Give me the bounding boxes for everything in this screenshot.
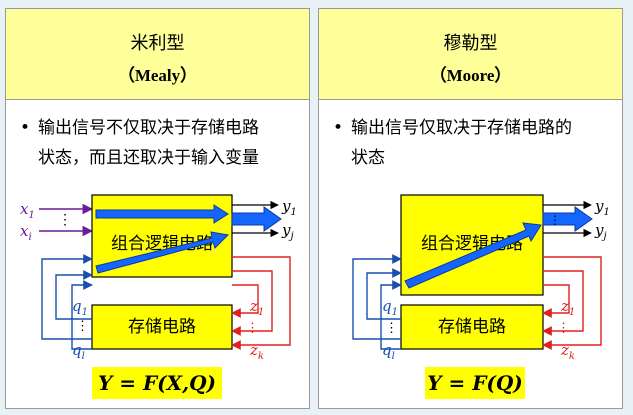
bullet-icon: • — [333, 118, 344, 138]
moore-ql-label: ql — [382, 341, 395, 362]
moore-mem-label: 存储电路 — [438, 317, 506, 337]
moore-header: 穆勒型 （Moore） — [319, 9, 622, 100]
mealy-big-arrow-diagonal — [95, 231, 230, 274]
moore-title: 穆勒型 — [443, 33, 498, 54]
mealy-formula-box — [92, 367, 222, 399]
mealy-output-arrow — [231, 206, 282, 232]
moore-big-arrow-diagonal — [404, 222, 542, 289]
moore-diagram: 组合逻辑电路 ⋮ y1 yj 存储电路 ⋮ q1 ql ⋮ z1 zk Y = … — [352, 194, 610, 399]
moore-subtitle: （Moore） — [429, 66, 512, 85]
feedback-q1-outer — [41, 254, 93, 340]
mealy-mem-label: 存储电路 — [128, 317, 196, 337]
moore-feedback-z-mid — [542, 284, 570, 318]
mealy-desc-line1: 输出信号不仅取决于存储电路 — [38, 118, 259, 138]
output-y1-label: y1 — [281, 197, 297, 218]
moore-z1-label: z1 — [560, 297, 575, 318]
moore-description: • 输出信号仅取决于存储电路的 状态 — [333, 113, 613, 173]
moore-q-dots: ⋮ — [385, 321, 398, 336]
ql-label: ql — [72, 341, 85, 362]
zk-label: zk — [249, 341, 264, 362]
moore-feedback-zk-inner — [542, 270, 584, 336]
moore-desc-line2: 状态 — [351, 148, 385, 168]
moore-formula: Y = F(Q) — [427, 371, 523, 395]
mealy-header: 米利型 （Mealy） — [6, 9, 309, 100]
moore-panel: 穆勒型 （Moore） • 输出信号仅取决于存储电路的 状态 组合逻辑电路 ⋮ y… — [318, 8, 623, 409]
mealy-desc-line2: 状态，而且还取决于输入变量 — [38, 148, 259, 168]
feedback-ql-inner — [55, 270, 93, 320]
moore-yj-label: yj — [594, 221, 607, 242]
input-dots: ⋮ — [58, 212, 72, 228]
input-x1-label: x1 — [20, 200, 35, 221]
moore-formula-box — [425, 367, 525, 399]
feedback-z1-outer — [231, 256, 291, 350]
moore-z-dots: ⋮ — [557, 321, 570, 336]
mealy-mem-box — [91, 304, 233, 350]
mealy-title: 米利型 — [130, 33, 185, 54]
mealy-diagram: ⋮ x1 xi 组合逻辑电路 y1 yj 存储电路 ⋮ q1 ql ⋮ z1 z… — [20, 194, 297, 399]
mealy-panel: 米利型 （Mealy） • 输出信号不仅取决于存储电路 状态，而且还取决于输入变量… — [5, 8, 310, 409]
output-yj-label: yj — [281, 221, 294, 242]
moore-q1-label: q1 — [382, 297, 398, 318]
moore-y1-label: y1 — [594, 197, 610, 218]
moore-output-arrow — [542, 206, 593, 232]
moore-feedback-ql-inner — [366, 268, 402, 320]
feedback-q-mid — [71, 280, 93, 350]
moore-feedback-q-mid — [380, 280, 402, 350]
q-dots: ⋮ — [76, 319, 89, 334]
feedback-z-mid — [231, 284, 259, 318]
moore-mem-box — [400, 304, 544, 350]
mealy-formula: Y = F(X,Q) — [98, 371, 216, 395]
z-dots: ⋮ — [246, 321, 259, 336]
moore-output-dots: ⋮ — [549, 213, 561, 227]
moore-feedback-z1-outer — [542, 256, 602, 350]
input-xi-label: xi — [20, 222, 32, 243]
moore-zk-label: zk — [560, 341, 575, 362]
moore-desc-line1: 输出信号仅取决于存储电路的 — [351, 118, 572, 138]
mealy-big-arrow-top — [95, 204, 229, 224]
bullet-icon: • — [20, 118, 31, 138]
moore-feedback-q1-outer — [352, 254, 402, 340]
q1-label: q1 — [72, 297, 88, 318]
z1-label: z1 — [249, 297, 264, 318]
mealy-subtitle: （Mealy） — [117, 66, 198, 85]
mealy-description: • 输出信号不仅取决于存储电路 状态，而且还取决于输入变量 — [20, 113, 300, 173]
feedback-zk-inner — [231, 270, 273, 336]
